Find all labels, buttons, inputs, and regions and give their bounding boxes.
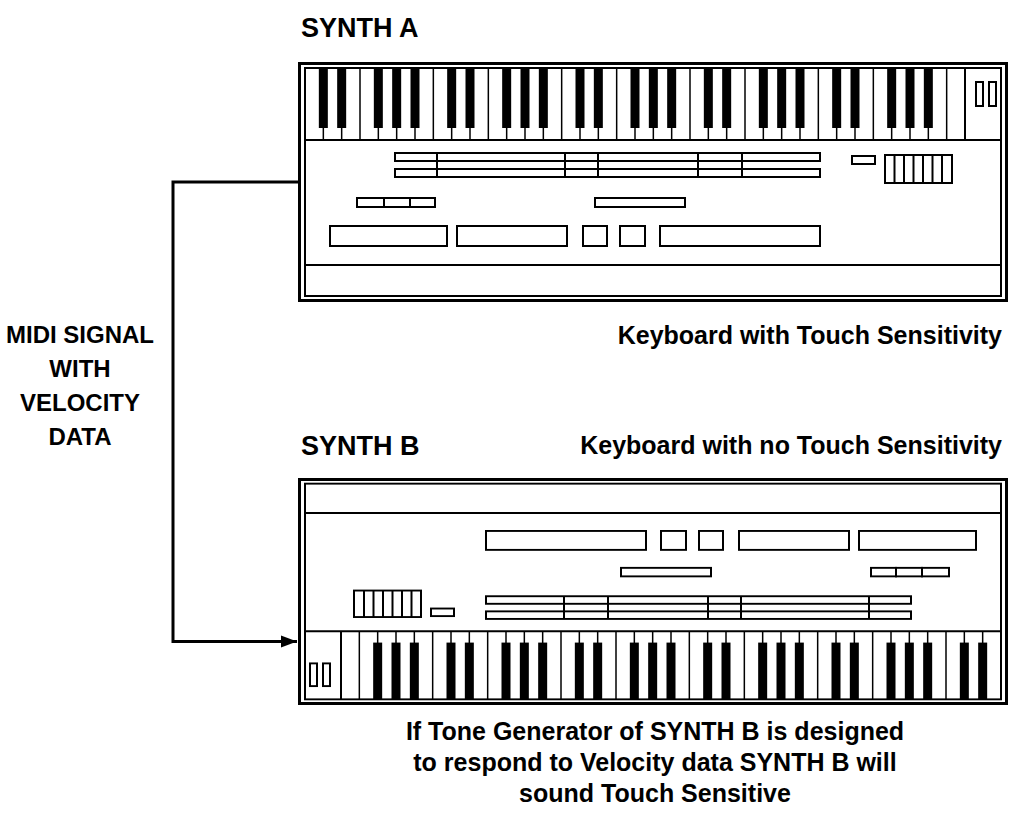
white-key: [818, 68, 820, 140]
black-key: [887, 68, 896, 128]
slider-row: [395, 153, 820, 161]
black-key: [796, 68, 805, 128]
grid-slat: [903, 155, 905, 183]
button-grid: [895, 155, 943, 183]
slider-divider: [597, 153, 599, 177]
button-grid: [885, 155, 952, 183]
wheel-panel-edge: [964, 68, 966, 140]
white-key: [616, 68, 618, 140]
black-key: [924, 68, 933, 128]
black-key: [539, 68, 548, 128]
slider-divider: [697, 153, 699, 177]
white-key: [946, 68, 948, 140]
bottom-strip: [305, 264, 1001, 266]
slider-divider: [564, 153, 566, 177]
white-key: [488, 68, 490, 140]
mod-wheel: [989, 82, 996, 106]
black-key: [392, 68, 401, 128]
grid-slat: [894, 155, 896, 183]
black-key: [851, 68, 860, 128]
small-button: [595, 198, 685, 207]
keyboard-note: Keyboard with Touch Sensitivity: [618, 321, 1002, 350]
black-key: [649, 68, 658, 128]
inner-frame: [305, 68, 1001, 296]
synth-panel: [305, 484, 1001, 700]
small-button: [357, 198, 384, 207]
white-key: [689, 68, 691, 140]
black-key: [777, 68, 786, 128]
signal-label: MIDI SIGNAL WITH VELOCITY DATA: [4, 318, 156, 454]
keyboard-note: Keyboard with no Touch Sensitivity: [580, 431, 1002, 460]
pitch-wheel: [976, 82, 983, 106]
panel-button: [457, 226, 567, 246]
small-button: [852, 156, 875, 164]
slider-row: [395, 169, 820, 177]
slider-divider: [741, 153, 743, 177]
panel-button: [620, 226, 645, 246]
black-key: [411, 68, 420, 128]
grid-slat: [913, 155, 915, 183]
black-key: [704, 68, 713, 128]
black-key: [759, 68, 768, 128]
black-key: [722, 68, 731, 128]
black-key: [594, 68, 603, 128]
grid-slat: [932, 155, 934, 183]
black-key: [447, 68, 456, 128]
black-key: [832, 68, 841, 128]
keyboard-keys: [319, 68, 947, 140]
white-key: [561, 68, 563, 140]
white-key: [359, 68, 361, 140]
black-key: [319, 68, 328, 128]
midi-cable-arrow: [173, 182, 298, 641]
black-key: [337, 68, 346, 128]
black-key: [374, 68, 383, 128]
black-key: [521, 68, 530, 128]
panel-button: [330, 226, 447, 246]
synthesizer-box: SYNTH BKeyboard with no Touch Sensitivit…: [298, 478, 1008, 705]
small-button: [384, 198, 410, 207]
synth-heading: SYNTH A: [301, 13, 419, 44]
grid-slat: [922, 155, 924, 183]
panel-button: [660, 226, 820, 246]
black-key: [631, 68, 640, 128]
synth-heading: SYNTH B: [301, 431, 420, 462]
black-key: [502, 68, 511, 128]
grid-slat: [941, 155, 943, 183]
caption-text: If Tone Generator of SYNTH B is designed…: [405, 716, 905, 809]
black-key: [667, 68, 676, 128]
white-key: [744, 68, 746, 140]
slider-divider: [436, 153, 438, 177]
black-key: [576, 68, 585, 128]
small-button: [410, 198, 435, 207]
black-key: [466, 68, 475, 128]
white-key: [433, 68, 435, 140]
white-key: [873, 68, 875, 140]
synthesizer-box: SYNTH AKeyboard with Touch Sensitivity: [298, 62, 1008, 302]
panel-button: [583, 226, 607, 246]
synth-panel: [305, 68, 1001, 296]
black-key: [906, 68, 915, 128]
